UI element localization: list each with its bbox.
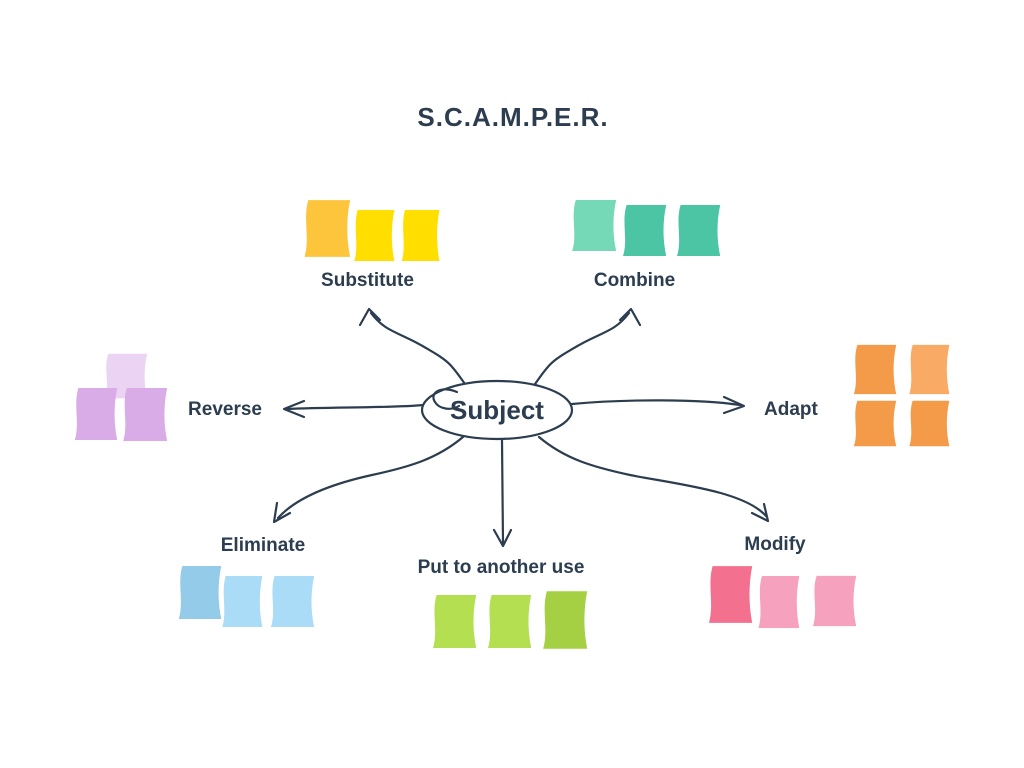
sticky-note-shape <box>543 591 588 649</box>
sticky-note-shape <box>271 575 315 628</box>
branch-label-modify: Modify <box>744 534 806 555</box>
sticky-note-reverse-3 <box>123 388 168 441</box>
diagram-title: S.C.A.M.P.E.R. <box>417 102 609 132</box>
sticky-note-eliminate-1 <box>178 566 222 619</box>
sticky-note-substitute-1 <box>304 200 351 257</box>
sticky-note-modify-2 <box>758 576 800 628</box>
branch-label-put: Put to another use <box>417 557 585 578</box>
sticky-note-shape <box>623 204 667 257</box>
arrow-shaft <box>286 403 426 411</box>
sticky-note-put-3 <box>543 591 588 649</box>
arrow-to-combine <box>531 307 642 389</box>
subject-ellipse-pen-curl <box>432 388 461 410</box>
arrowhead-icon <box>618 307 642 327</box>
arrowhead-icon <box>750 502 770 523</box>
arrow-to-substitute <box>358 307 469 389</box>
arrow-to-adapt <box>570 395 746 415</box>
arrow-to-reverse <box>282 399 426 419</box>
arrow-to-put <box>492 438 513 548</box>
sticky-note-put-2 <box>488 595 532 648</box>
sticky-note-adapt-2 <box>909 344 950 395</box>
sticky-note-shape <box>853 344 897 395</box>
sticky-note-shape <box>709 566 753 623</box>
arrow-shaft <box>537 435 768 518</box>
branch-label-combine: Combine <box>593 270 676 291</box>
branch-label-eliminate: Eliminate <box>220 535 306 556</box>
sticky-note-shape <box>222 575 263 628</box>
sticky-note-shape <box>123 388 168 441</box>
sticky-note-shape <box>304 200 351 257</box>
arrow-to-modify <box>537 435 770 523</box>
sticky-note-shape <box>813 575 857 627</box>
sticky-note-adapt-1 <box>853 344 897 395</box>
sticky-note-shape <box>572 199 617 252</box>
sticky-note-reverse-1 <box>104 353 148 399</box>
arrowhead-icon <box>492 528 513 548</box>
arrowhead-icon <box>722 395 746 415</box>
arrow-shaft <box>369 311 469 389</box>
sticky-note-shape <box>104 353 148 399</box>
sticky-note-shape <box>758 576 800 628</box>
sticky-note-shape <box>853 400 897 447</box>
sticky-note-combine-2 <box>623 204 667 257</box>
sticky-note-shape <box>677 204 721 257</box>
sticky-note-shape <box>488 595 532 648</box>
sticky-note-modify-1 <box>709 566 753 623</box>
arrowhead-icon <box>282 399 306 419</box>
sticky-note-substitute-3 <box>401 209 440 262</box>
sticky-note-shape <box>178 566 222 619</box>
sticky-note-shape <box>909 344 950 395</box>
sticky-note-combine-1 <box>572 199 617 252</box>
sticky-note-shape <box>909 400 950 447</box>
subject-ellipse <box>420 379 574 441</box>
sticky-note-shape <box>74 388 118 440</box>
sticky-note-substitute-2 <box>354 209 395 262</box>
branch-label-adapt: Adapt <box>764 399 818 420</box>
sticky-note-shape <box>354 209 395 262</box>
arrow-shaft <box>531 311 631 389</box>
arrowhead-icon <box>358 307 382 327</box>
arrow-shaft <box>500 438 505 545</box>
branch-label-reverse: Reverse <box>188 399 262 420</box>
sticky-note-shape <box>401 209 440 262</box>
sticky-note-modify-3 <box>813 575 857 627</box>
sticky-note-eliminate-3 <box>271 575 315 628</box>
sticky-note-combine-3 <box>677 204 721 257</box>
arrow-shaft <box>570 399 742 407</box>
arrow-shaft <box>276 435 465 520</box>
arrowhead-icon <box>272 501 292 524</box>
sticky-note-put-1 <box>433 595 477 648</box>
arrow-to-eliminate <box>272 435 465 524</box>
sticky-note-eliminate-2 <box>222 575 263 628</box>
branch-label-substitute: Substitute <box>321 270 414 291</box>
sticky-note-adapt-3 <box>853 400 897 447</box>
sticky-note-adapt-4 <box>909 400 950 447</box>
sticky-note-reverse-2 <box>74 388 118 440</box>
sticky-note-shape <box>433 595 477 648</box>
subject-node-label: Subject <box>450 395 544 425</box>
